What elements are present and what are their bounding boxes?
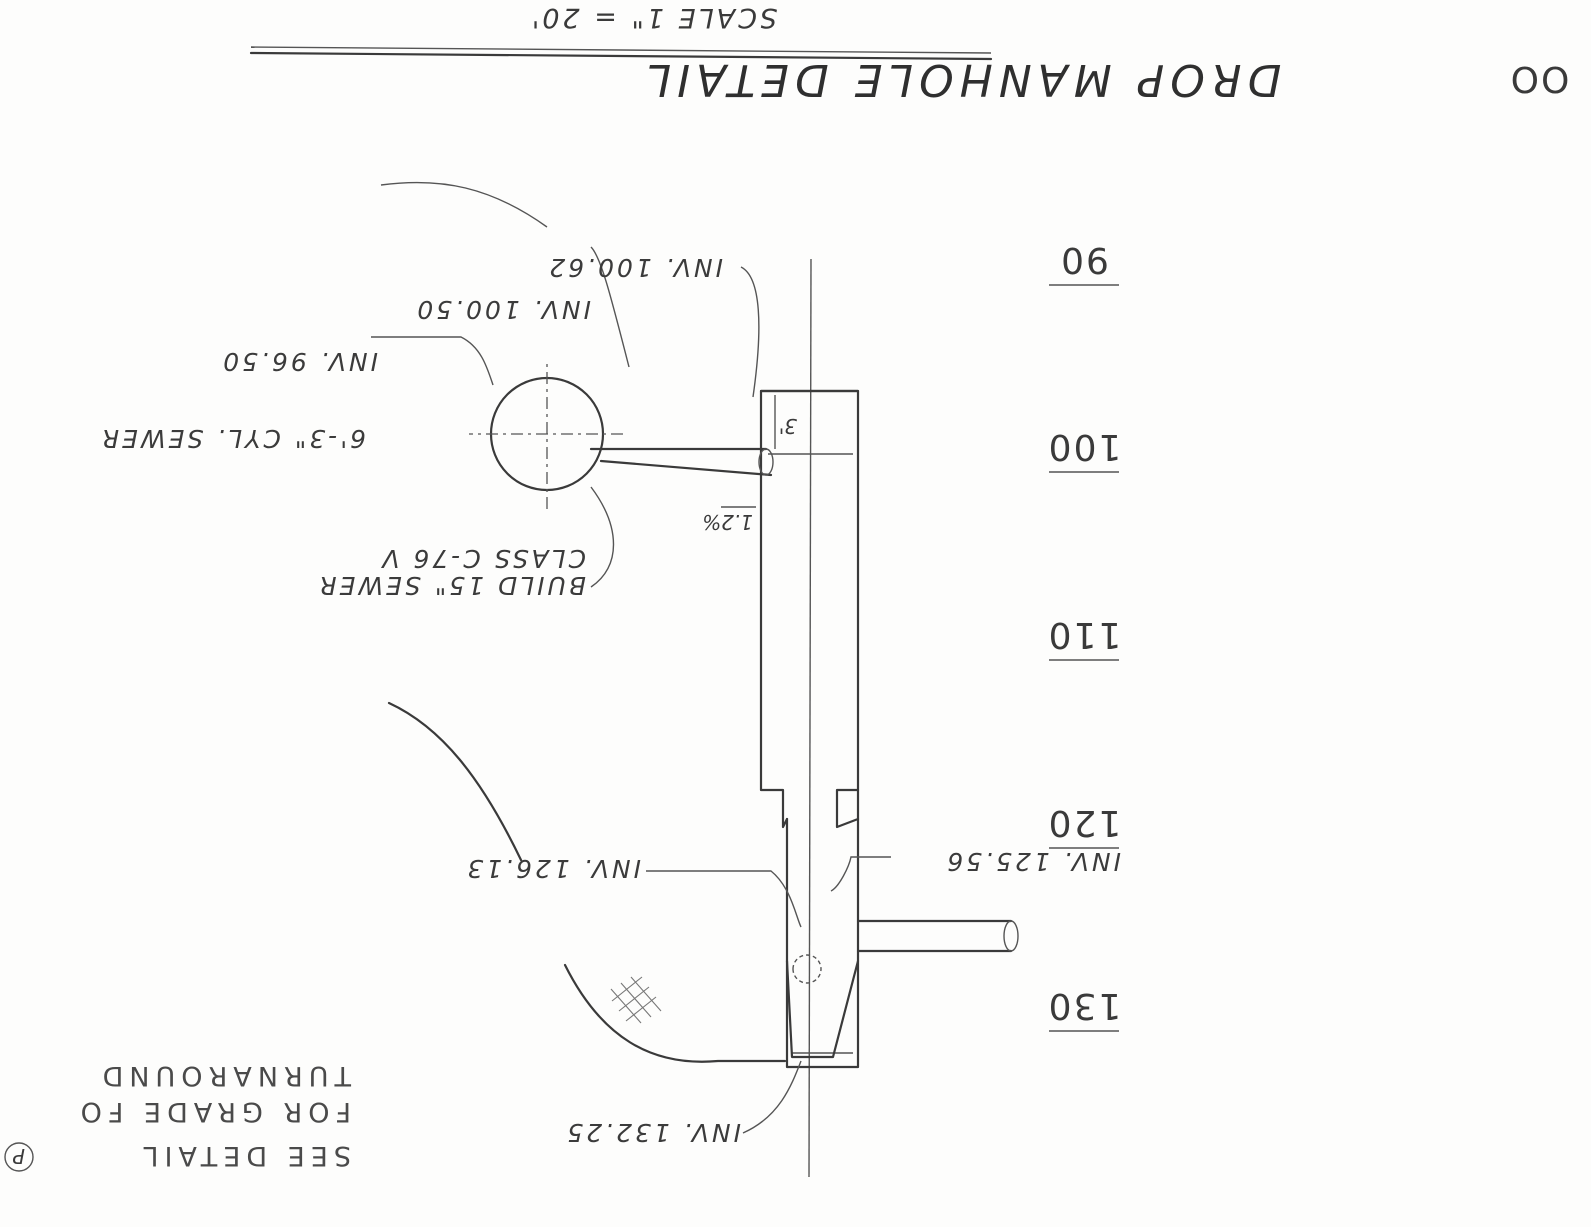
grade-note-line1: SEE DETAIL xyxy=(137,1140,351,1171)
manhole-structure: 3' xyxy=(759,389,860,1069)
elevation-label: 120 xyxy=(1047,802,1122,843)
leader-lines xyxy=(371,181,891,1134)
inlet-pipe-lower xyxy=(792,919,1019,984)
grade-note: SEE DETAIL P FOR GRADE FO TURNAROUND xyxy=(4,1060,352,1172)
invert-label: INV. 125.56 xyxy=(944,847,1121,876)
invert-label: INV. 100.50 xyxy=(414,295,591,324)
cylindrical-sewer xyxy=(469,359,623,509)
sewer-size-label: 6'-3" CYL. SEWER xyxy=(99,424,366,453)
invert-label: INV. 100.62 xyxy=(546,253,723,282)
title-underline xyxy=(249,51,993,61)
elevation-label: 110 xyxy=(1047,614,1122,655)
outlet-invert-circle xyxy=(792,954,822,984)
grade-note-line3: TURNAROUND xyxy=(97,1060,352,1091)
elevation-scale: 130 120 110 100 90 xyxy=(1047,239,1122,1032)
build-note-line2: CLASS C-76 V xyxy=(379,544,586,573)
invert-label: INV. 96.50 xyxy=(220,347,378,376)
outlet-pipe-upper: 1.2% xyxy=(589,447,774,534)
detail-marker xyxy=(4,1142,34,1172)
drop-dimension-label: 3' xyxy=(779,414,797,438)
detail-marker-label: P xyxy=(12,1144,25,1168)
hatch-pattern xyxy=(610,976,662,1024)
elevation-label: 100 xyxy=(1047,426,1122,467)
elevation-label: 130 xyxy=(1047,985,1122,1026)
elevation-label: 90 xyxy=(1059,239,1109,280)
build-note-line1: BUILD 15" SEWER xyxy=(316,571,586,600)
invert-label: INV. 126.13 xyxy=(464,854,641,883)
corner-mark: OO xyxy=(1509,58,1570,99)
grade-note-line2: FOR GRADE FO xyxy=(75,1096,351,1127)
slope-label: 1.2% xyxy=(702,510,753,534)
rotated-drawing: DROP MANHOLE DETAIL SCALE 1" = 20' OO 13… xyxy=(4,2,1570,1178)
grade-line xyxy=(387,701,787,1063)
manhole-centerline xyxy=(808,258,812,1178)
invert-label: INV. 132.25 xyxy=(564,1118,741,1147)
title-underline-2 xyxy=(250,46,992,54)
scale-label: SCALE 1" = 20' xyxy=(529,2,777,33)
drawing-title: DROP MANHOLE DETAIL xyxy=(641,54,1282,105)
